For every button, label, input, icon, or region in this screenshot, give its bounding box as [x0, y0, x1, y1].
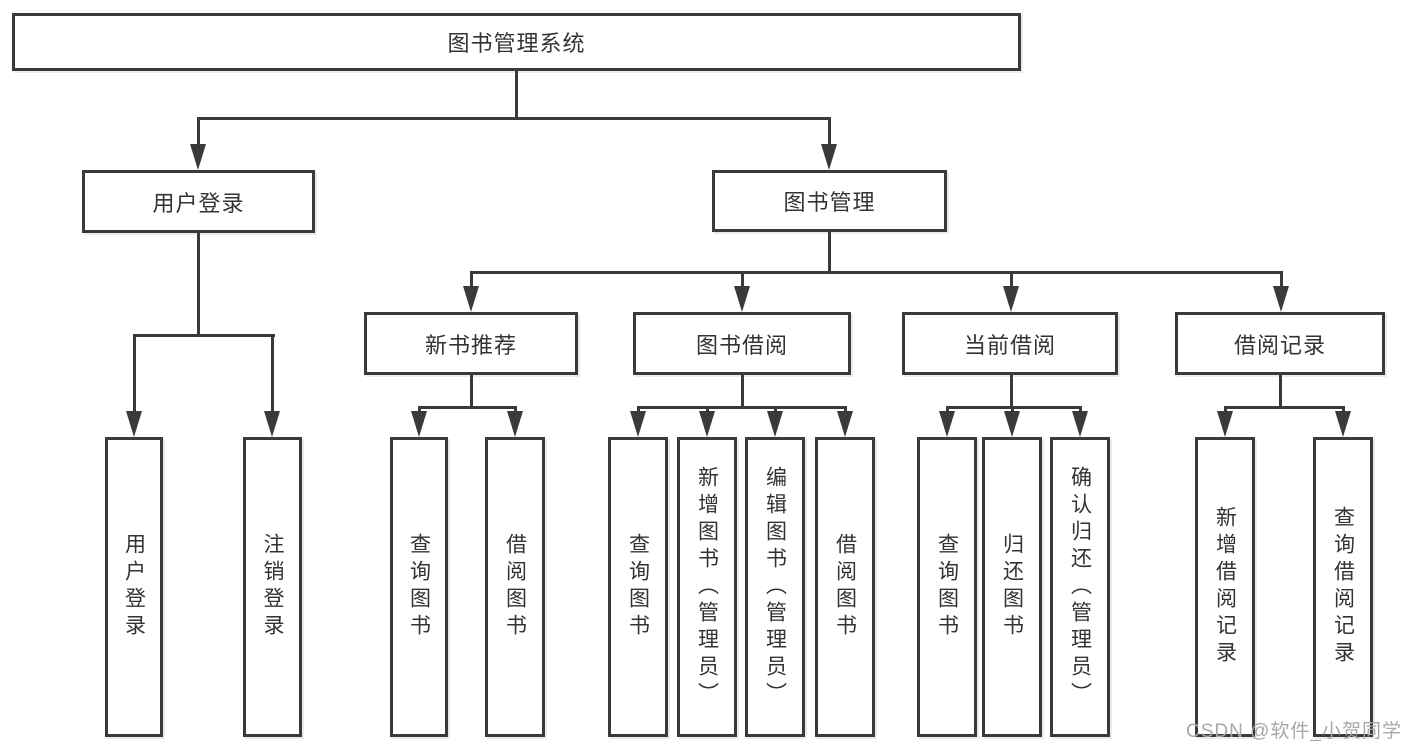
connector-line — [271, 334, 274, 413]
arrow-down-icon — [837, 411, 853, 437]
connector-line — [741, 374, 744, 407]
node-label: 查询图书 — [407, 533, 431, 641]
node-label: 当前借阅 — [963, 332, 1056, 358]
connector-line — [946, 406, 949, 414]
connector-line — [197, 232, 200, 336]
connector-line — [637, 406, 846, 409]
node-leaf-query-books-current: 查询图书 — [917, 437, 977, 737]
connector-line — [515, 70, 518, 118]
connector-line — [470, 271, 1282, 274]
connector-line — [828, 117, 831, 146]
node-leaf-edit-books-admin: 编辑图书（管理员） — [745, 437, 805, 737]
connector-line — [1224, 406, 1227, 414]
node-leaf-add-books-admin: 新增图书（管理员） — [677, 437, 737, 737]
node-leaf-add-borrow-record: 新增借阅记录 — [1195, 437, 1255, 737]
node-book-borrowing: 图书借阅 — [633, 312, 851, 375]
arrow-down-icon — [1004, 411, 1020, 437]
arrow-down-icon — [1003, 286, 1019, 312]
node-new-book-recommend: 新书推荐 — [364, 312, 578, 375]
node-label: 图书管理 — [783, 190, 876, 215]
connector-line — [1279, 374, 1282, 407]
node-leaf-query-books-borrow: 查询图书 — [608, 437, 668, 737]
arrow-down-icon — [190, 144, 206, 170]
node-label: 查询图书 — [935, 533, 959, 641]
connector-line — [133, 334, 136, 413]
node-label: 用户登录 — [152, 190, 245, 216]
connector-line — [418, 406, 516, 409]
node-leaf-borrow-books-recommend: 借阅图书 — [485, 437, 545, 737]
node-label: 编辑图书（管理员） — [763, 465, 787, 709]
connector-line — [706, 406, 709, 414]
arrow-down-icon — [126, 411, 142, 437]
node-leaf-query-books-recommend: 查询图书 — [390, 437, 448, 737]
connector-line — [1079, 406, 1082, 414]
arrow-down-icon — [1273, 286, 1289, 312]
node-label: 新增图书（管理员） — [695, 465, 719, 709]
node-label: 查询借阅记录 — [1331, 506, 1355, 668]
connector-line — [844, 406, 847, 414]
watermark: CSDN @软件_小贺同学 — [1186, 721, 1402, 742]
connector-line — [514, 406, 517, 414]
node-leaf-confirm-return-admin: 确认归还（管理员） — [1050, 437, 1110, 737]
connector-line — [1342, 406, 1345, 414]
arrow-down-icon — [821, 144, 837, 170]
arrow-down-icon — [463, 286, 479, 312]
arrow-down-icon — [1072, 411, 1088, 437]
node-label: 确认归还（管理员） — [1068, 465, 1092, 709]
node-label: 图书借阅 — [695, 332, 788, 358]
connector-line — [1011, 406, 1014, 414]
connector-line — [470, 374, 473, 407]
connector-line — [197, 117, 200, 146]
connector-line — [637, 406, 640, 414]
arrow-down-icon — [411, 411, 427, 437]
node-label: 用户登录 — [122, 533, 146, 641]
node-label: 图书管理系统 — [447, 31, 586, 56]
node-leaf-query-borrow-record: 查询借阅记录 — [1313, 437, 1373, 737]
node-label: 借阅图书 — [833, 533, 857, 641]
node-root-library-system: 图书管理系统 — [12, 13, 1021, 71]
arrow-down-icon — [734, 286, 750, 312]
connector-line — [470, 271, 473, 288]
node-borrow-records: 借阅记录 — [1175, 312, 1385, 375]
node-label: 借阅记录 — [1233, 332, 1326, 358]
arrow-down-icon — [1217, 411, 1233, 437]
arrow-down-icon — [630, 411, 646, 437]
connector-line — [828, 232, 831, 273]
node-leaf-user-login: 用户登录 — [105, 437, 163, 737]
node-label: 新增借阅记录 — [1213, 506, 1237, 668]
node-label: 查询图书 — [626, 533, 650, 641]
arrow-down-icon — [939, 411, 955, 437]
node-leaf-borrow-books: 借阅图书 — [815, 437, 875, 737]
connector-line — [1280, 271, 1283, 288]
arrow-down-icon — [699, 411, 715, 437]
connector-line — [133, 334, 275, 337]
node-current-borrowing: 当前借阅 — [902, 312, 1118, 375]
node-label: 归还图书 — [1000, 533, 1024, 641]
connector-line — [418, 406, 421, 414]
connector-line — [197, 117, 831, 120]
connector-line — [1224, 406, 1344, 409]
node-leaf-logout: 注销登录 — [243, 437, 302, 737]
arrow-down-icon — [1335, 411, 1351, 437]
node-label: 借阅图书 — [503, 533, 527, 641]
arrow-down-icon — [767, 411, 783, 437]
arrow-down-icon — [507, 411, 523, 437]
node-label: 注销登录 — [261, 533, 284, 641]
connector-line — [741, 271, 744, 288]
connector-line — [1010, 374, 1013, 407]
node-leaf-return-books: 归还图书 — [982, 437, 1042, 737]
node-label: 新书推荐 — [424, 332, 517, 358]
connector-line — [774, 406, 777, 414]
node-user-login-module: 用户登录 — [82, 170, 315, 233]
connector-line — [1010, 271, 1013, 288]
node-book-management-module: 图书管理 — [712, 170, 947, 232]
arrow-down-icon — [264, 411, 280, 437]
